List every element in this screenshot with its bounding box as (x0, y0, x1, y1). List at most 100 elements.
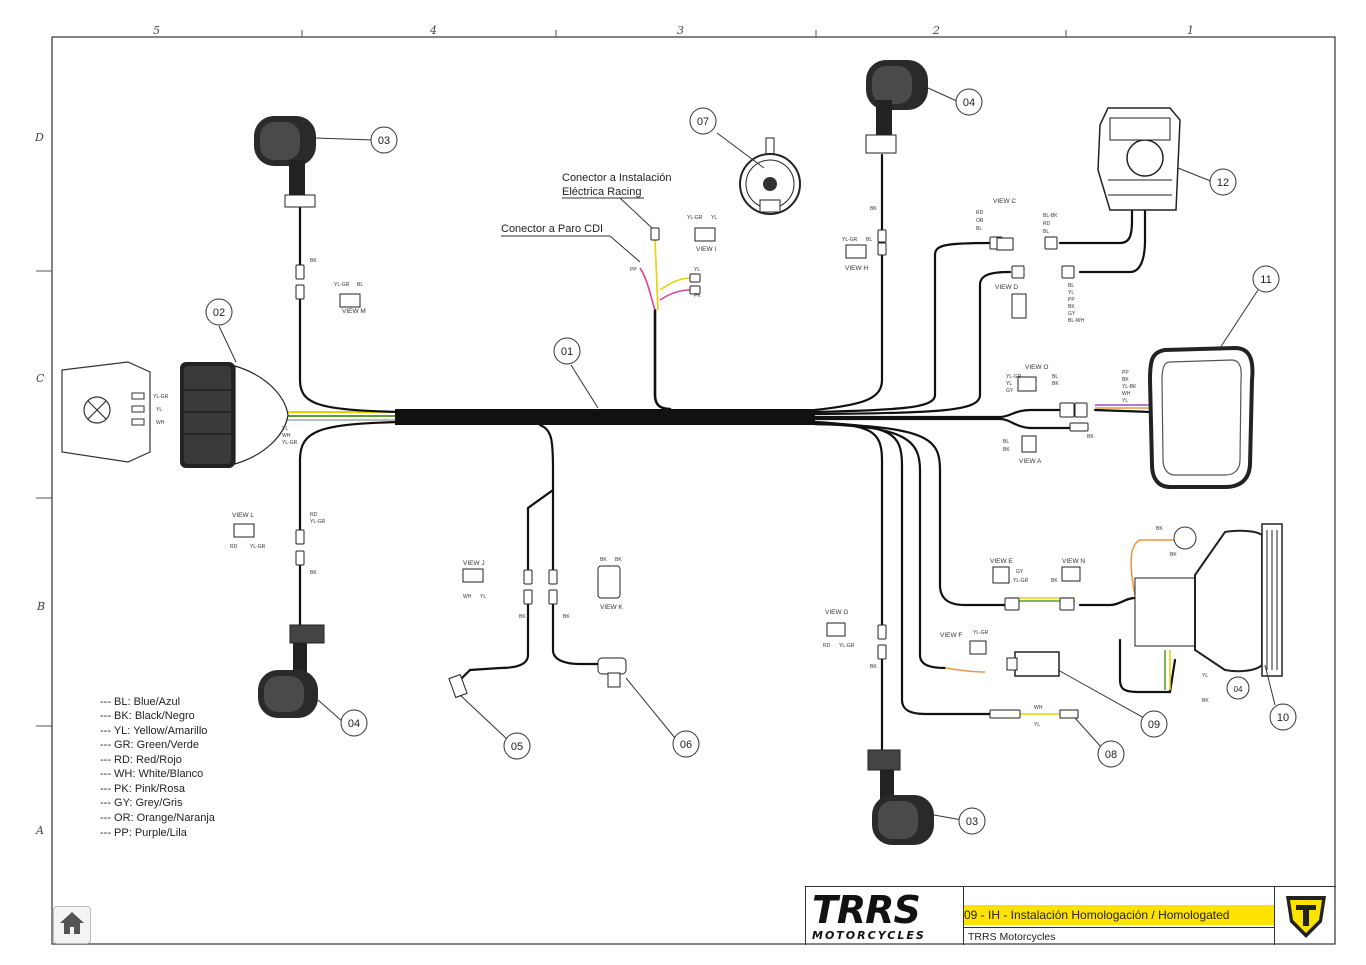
wire-label-gy-1: GY (1068, 311, 1076, 317)
wire-label-pp-3: PP (1122, 370, 1129, 376)
regulator (1006, 651, 1060, 677)
callout-08: 08 (1105, 749, 1117, 761)
tail-light (1134, 523, 1283, 677)
wire-label-yl-3: YL (480, 594, 486, 600)
wire-label-yl-1: YL (156, 407, 162, 413)
legend-item: --- GR: Green/Verde (100, 739, 199, 751)
view-e-label: VIEW E (990, 558, 1013, 565)
wire-label-yl-gr-6: YL-GR (687, 215, 703, 221)
callout-05: 05 (511, 741, 523, 753)
wire-label-bk-10: BK (1122, 377, 1129, 383)
zone-column-4: 4 (429, 24, 437, 37)
sensors (448, 657, 1079, 719)
view-plugs (233, 227, 1081, 655)
callout-10: 10 (1277, 712, 1289, 724)
wire-label-bk-11: BK (1087, 434, 1094, 440)
brand-sub: MOTORCYCLES (812, 929, 926, 942)
wire-label-bk-9: BK (1052, 381, 1059, 387)
wire-label-bk-14: BK (1170, 552, 1177, 558)
wire-label-bl-3: BL (976, 226, 982, 232)
wire-label-pp-2: PP (1068, 297, 1075, 303)
wire-label-bl-2: BL (866, 237, 872, 243)
wire-label-rd-3: RD (976, 210, 984, 216)
zone-row-c: C (36, 372, 45, 385)
legend-item: --- RD: Red/Rojo (100, 754, 182, 766)
legend-item: --- PP: Purple/Lila (100, 827, 188, 839)
view-m-label: VIEW M (342, 308, 366, 315)
wire-label-bk-13: BK (1156, 526, 1163, 532)
note-racing-leader-2 (619, 197, 653, 229)
legend-item: --- OR: Orange/Naranja (100, 812, 216, 824)
callout-03-bottom: 03 (966, 816, 978, 828)
callout-07: 07 (697, 116, 709, 128)
callout-02: 02 (213, 307, 225, 319)
turn-indicator-front-left (254, 116, 316, 208)
view-o-label: VIEW O (1025, 364, 1048, 371)
wire-label-yl-gr-5: YL-GR (250, 544, 266, 550)
wire-label-bl-5: BL (1068, 283, 1074, 289)
view-n-label: VIEW N (1062, 558, 1085, 565)
title-block: TRRS MOTORCYCLES 09 - IH - Instalación H… (805, 886, 1336, 945)
view-g-label: VIEW G (825, 609, 848, 616)
headlight (61, 361, 289, 468)
headlight-wires (285, 411, 400, 421)
callout-09: 09 (1148, 719, 1160, 731)
view-i-label: VIEW I (696, 246, 716, 253)
brand-name: TRRS (812, 888, 921, 932)
turn-indicator-rear-right (867, 749, 934, 845)
wire-label-yl-9: YL (1034, 722, 1040, 728)
wire-label-bl-bk-1: BL-BK (1043, 213, 1058, 219)
horn (739, 137, 801, 215)
wire-label-yl-10: YL (1202, 673, 1208, 679)
wire-label-bk-5: BK (600, 557, 607, 563)
wire-label-wh-4: WH (1122, 391, 1131, 397)
turn-indicator-rear-left (258, 624, 325, 718)
wire-label-bk-1: BK (310, 258, 317, 264)
wire-label-gy-2: GY (1006, 388, 1014, 394)
document-title: 09 - IH - Instalación Homologación / Hom… (964, 905, 1274, 925)
wire-label-bk-15: BK (1051, 578, 1058, 584)
wire-label-yl-4: YL (711, 215, 717, 221)
wire-label-bk-17: BK (1202, 698, 1209, 704)
wire-label-bk-2: BK (310, 570, 317, 576)
legend-item: --- BK: Black/Negro (100, 710, 195, 722)
wire-label-pp-1: PP (630, 267, 637, 273)
callout-04-right: 04 (1234, 685, 1243, 694)
wire-label-yl-8: YL (1122, 398, 1128, 404)
home-button[interactable] (53, 906, 91, 944)
wire-label-yl-gr-3: YL-GR (282, 440, 298, 446)
zone-row-b: B (36, 600, 45, 613)
view-d-label: VIEW D (995, 284, 1018, 291)
zone-column-1: 1 (1187, 24, 1194, 37)
note-racing-connector-line1: Conector a Instalación (562, 172, 671, 184)
wire-label-yl-6: YL (1068, 290, 1074, 296)
zone-column-5: 5 (153, 24, 160, 37)
legend-item: --- BL: Blue/Azul (100, 696, 180, 708)
wire-label-wh-2: WH (282, 433, 291, 439)
wire-label-yl-gr-8: YL-GR (1006, 374, 1022, 380)
view-c-label: VIEW C (993, 198, 1016, 205)
company-name: TRRS Motorcycles (964, 927, 1274, 945)
wire-label-bl-6: BL (1052, 374, 1058, 380)
callout-circles (205, 88, 1297, 835)
connectors (295, 227, 1089, 719)
wire-label-yl-2: YL (282, 426, 288, 432)
callout-leaders (218, 87, 1276, 821)
callout-12: 12 (1217, 177, 1229, 189)
wire-label-rd-5: RD (823, 643, 831, 649)
zone-column-3: 3 (677, 24, 684, 37)
dashboard (1147, 345, 1255, 489)
wire-label-gy-3: GY (1016, 569, 1024, 575)
view-f-label: VIEW F (940, 632, 962, 639)
view-k-label: VIEW K (600, 604, 623, 611)
color-legend: --- BL: Blue/Azul --- BK: Black/Negro --… (100, 696, 216, 839)
wire-label-yl-7: YL (1006, 381, 1012, 387)
wire-label-bl-4: BL (1043, 229, 1049, 235)
wire-label-pk-1: PK (694, 293, 701, 299)
drawing-frame (51, 36, 1336, 945)
callout-04-top: 04 (963, 97, 975, 109)
wire-label-bl-wh-1: BL-WH (1068, 318, 1085, 324)
wire-label-rd-1: RD (310, 512, 318, 518)
wire-label-bk-8: BK (1068, 304, 1075, 310)
